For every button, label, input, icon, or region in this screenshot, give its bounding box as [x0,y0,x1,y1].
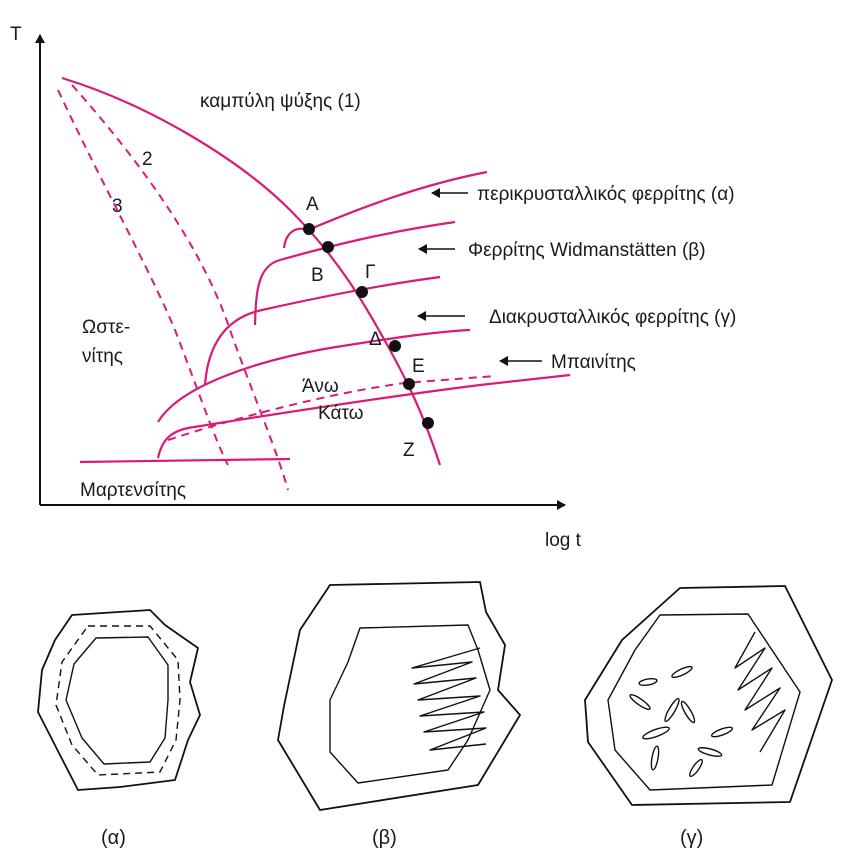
gamma-needle-2 [639,677,658,686]
point-e-label: E [412,356,425,377]
gamma-product-label: Διακρυσταλλικός φερρίτης (γ) [489,307,736,328]
grain-beta-sketch [278,582,520,810]
gamma-side-plates [735,632,785,752]
beta-product-label: Φερρίτης Widmanstätten (β) [468,240,706,261]
grain-gamma-outer [585,586,832,805]
martensite-start-line [80,459,290,462]
curve-1-label: καμπύλη ψύξης (1) [200,91,361,112]
austenite-label-line2: νίτης [82,346,123,367]
point-e-marker [403,378,415,390]
beta-start-curve [255,222,455,325]
gamma-needle-4 [663,697,681,723]
point-b-label: B [311,265,324,286]
grain-beta-inner [330,625,490,783]
curve-2-label: 2 [142,149,153,170]
caption-beta: (β) [372,827,397,849]
y-axis-label: T [10,24,22,45]
point-b-marker [322,241,334,253]
point-z-marker [422,417,434,429]
point-z-label: Z [403,440,415,461]
grain-gamma-sketch [585,586,832,805]
gamma-needle-3 [628,693,651,712]
upper-bainite-label: Άνω [302,376,339,397]
gamma-start-curve [205,277,440,385]
grain-beta-outer [278,582,520,810]
bainite-lower-curve [158,375,570,458]
grain-alpha-dashed-boundary [56,626,180,775]
gamma-needle-9 [698,746,723,758]
widmanstatten-plates [412,648,486,750]
gamma-needle-6 [642,725,671,741]
martensite-label: Μαρτενσίτης [80,480,186,501]
gamma-needle-8 [711,725,734,738]
cooling-curve-3 [58,90,228,465]
curve-3-label: 3 [112,196,123,217]
caption-alpha: (α) [101,827,126,849]
point-delta-label: Δ [369,329,382,350]
x-axis-label: log t [545,530,582,551]
grain-alpha-inner [66,637,168,764]
point-gamma-label: Γ [365,262,375,283]
point-gamma-marker [356,286,368,298]
gamma-needle-10 [688,758,704,778]
gamma-needle-5 [679,700,696,724]
caption-gamma: (γ) [680,827,703,849]
bainite-product-label: Μπαινίτης [551,352,636,373]
gamma-needle-1 [671,665,693,680]
point-delta-marker [389,340,401,352]
point-a-marker [303,223,315,235]
grain-alpha-sketch [38,610,200,790]
austenite-label-line1: Ωστε- [82,317,130,338]
lower-bainite-label: Κάτω [318,403,364,424]
cooling-curve-1 [62,78,440,465]
alpha-product-label: περικρυσταλλικός φερρίτης (α) [477,184,735,205]
gamma-needle-7 [650,746,660,771]
point-a-label: A [306,194,319,215]
